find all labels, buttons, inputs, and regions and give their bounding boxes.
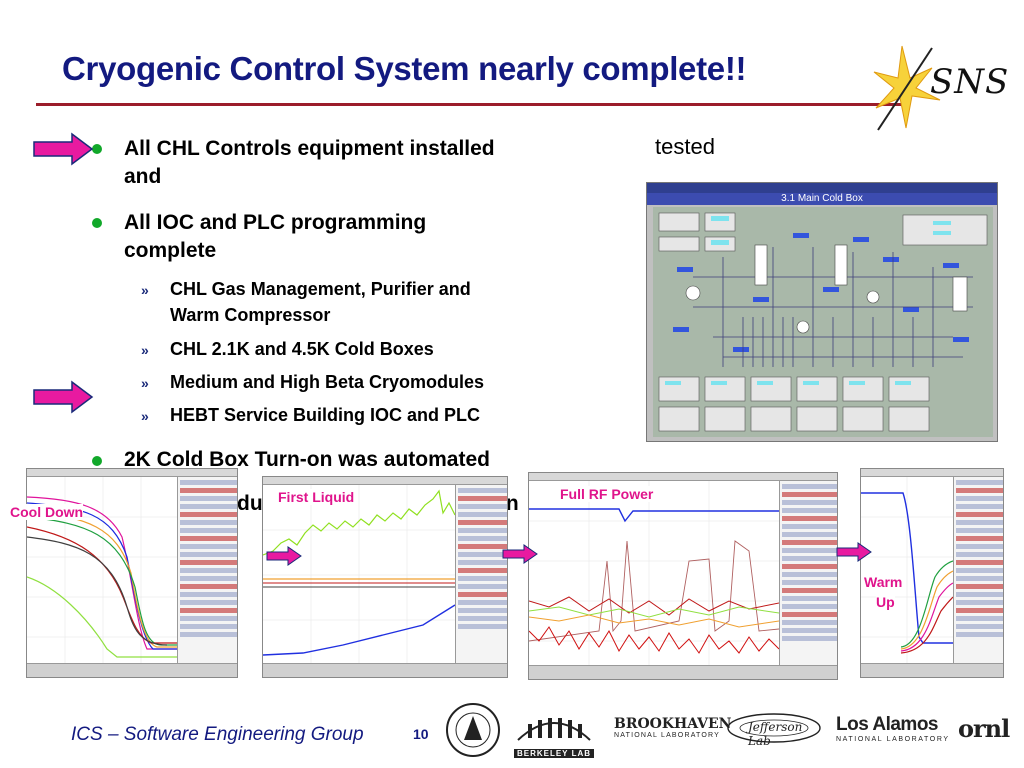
los-alamos-name: Los Alamos bbox=[836, 714, 938, 735]
sns-logo-text: SNS bbox=[930, 62, 1010, 102]
warm-up-label-line2: Up bbox=[876, 594, 895, 610]
screenshot-header: 3.1 Main Cold Box bbox=[647, 193, 997, 205]
brookhaven-subtitle: NATIONAL LABORATORY bbox=[614, 732, 721, 739]
window-titlebar bbox=[529, 473, 837, 481]
los-alamos-subtitle: NATIONAL LABORATORY bbox=[836, 736, 950, 743]
warm-up-graph bbox=[861, 477, 953, 665]
ornl-logo: ornl bbox=[958, 714, 1010, 743]
plot-legend bbox=[177, 477, 237, 663]
title-rule bbox=[36, 103, 906, 106]
footer-group: ICS – Software Engineering Group bbox=[71, 724, 364, 745]
plot-toolbar bbox=[529, 665, 837, 679]
process-diagram bbox=[653, 207, 993, 437]
window-titlebar bbox=[647, 183, 997, 193]
bullet-1-line1: All CHL Controls equipment installed bbox=[124, 137, 495, 160]
first-liquid-graph bbox=[263, 485, 455, 665]
sub-bullet-2: CHL 2.1K and 4.5K Cold Boxes bbox=[170, 339, 434, 359]
warm-up-plot bbox=[860, 468, 1004, 678]
first-liquid-plot bbox=[262, 476, 508, 678]
bullet-2-line2: complete bbox=[124, 239, 217, 262]
plot-legend bbox=[953, 477, 1003, 663]
bullet-dot bbox=[92, 456, 102, 466]
berkeley-lab-logo: BERKELEY LAB bbox=[514, 710, 594, 760]
sub-bullet-4: HEBT Service Building IOC and PLC bbox=[170, 405, 481, 425]
sub-bullet-marker: » bbox=[141, 342, 149, 358]
sub-bullet-1-line2: Warm Compressor bbox=[170, 305, 331, 325]
berkeley-building-icon bbox=[517, 718, 591, 741]
brookhaven-logo: BROOKHAVEN NATIONAL LABORATORY bbox=[614, 716, 731, 739]
cool-down-label: Cool Down bbox=[10, 504, 84, 520]
sub-bullet-1-line1: CHL Gas Management, Purifier and bbox=[170, 279, 471, 299]
sub-bullet-marker: » bbox=[141, 408, 149, 424]
bullet-2-line1: All IOC and PLC programming bbox=[124, 211, 427, 234]
warm-up-label-line1: Warm bbox=[864, 574, 903, 590]
sub-bullet-marker: » bbox=[141, 282, 149, 298]
arrow-icon bbox=[33, 380, 94, 414]
window-titlebar bbox=[263, 477, 507, 485]
plot-toolbar bbox=[263, 663, 507, 677]
jefferson-lab-text: Jefferson Lab bbox=[748, 720, 803, 748]
first-liquid-label: First Liquid bbox=[278, 489, 355, 505]
bullet-1-line2: and bbox=[124, 165, 162, 188]
arrow-icon bbox=[33, 132, 94, 166]
cool-down-plot bbox=[26, 468, 238, 678]
bullet-1-trailing: tested bbox=[655, 134, 715, 159]
sub-bullet-3: Medium and High Beta Cryomodules bbox=[170, 372, 485, 392]
partial-text-left: du bbox=[237, 492, 263, 515]
full-rf-power-plot bbox=[528, 472, 838, 680]
bullet-3: 2K Cold Box Turn-on was automated bbox=[124, 448, 490, 471]
full-rf-power-label: Full RF Power bbox=[560, 486, 654, 502]
arrow-icon bbox=[502, 544, 538, 564]
sub-bullet-marker: » bbox=[141, 375, 149, 391]
los-alamos-logo: Los Alamos NATIONAL LABORATORY bbox=[836, 714, 950, 743]
window-titlebar bbox=[27, 469, 237, 477]
page-number: 10 bbox=[413, 726, 429, 742]
plot-toolbar bbox=[27, 663, 237, 677]
plot-legend bbox=[455, 485, 507, 663]
plot-toolbar bbox=[861, 663, 1003, 677]
arrow-icon bbox=[266, 546, 302, 566]
cold-box-screenshot: 3.1 Main Cold Box bbox=[646, 182, 998, 442]
sns-logo-icon bbox=[873, 45, 941, 131]
berkeley-lab-text: BERKELEY LAB bbox=[514, 749, 594, 758]
process-diagram-graphic bbox=[658, 212, 988, 432]
window-titlebar bbox=[861, 469, 1003, 477]
bullet-dot bbox=[92, 144, 102, 154]
brookhaven-name: BROOKHAVEN bbox=[614, 716, 732, 732]
jefferson-lab-logo: Jefferson Lab bbox=[724, 710, 824, 755]
bullet-dot bbox=[92, 218, 102, 228]
slide-title: Cryogenic Control System nearly complete… bbox=[62, 50, 747, 87]
plot-legend bbox=[779, 481, 837, 665]
full-rf-power-graph bbox=[529, 481, 779, 667]
jefferson-lab-graphic bbox=[727, 713, 821, 743]
argonne-logo-icon bbox=[446, 703, 500, 757]
arrow-icon bbox=[836, 542, 872, 562]
